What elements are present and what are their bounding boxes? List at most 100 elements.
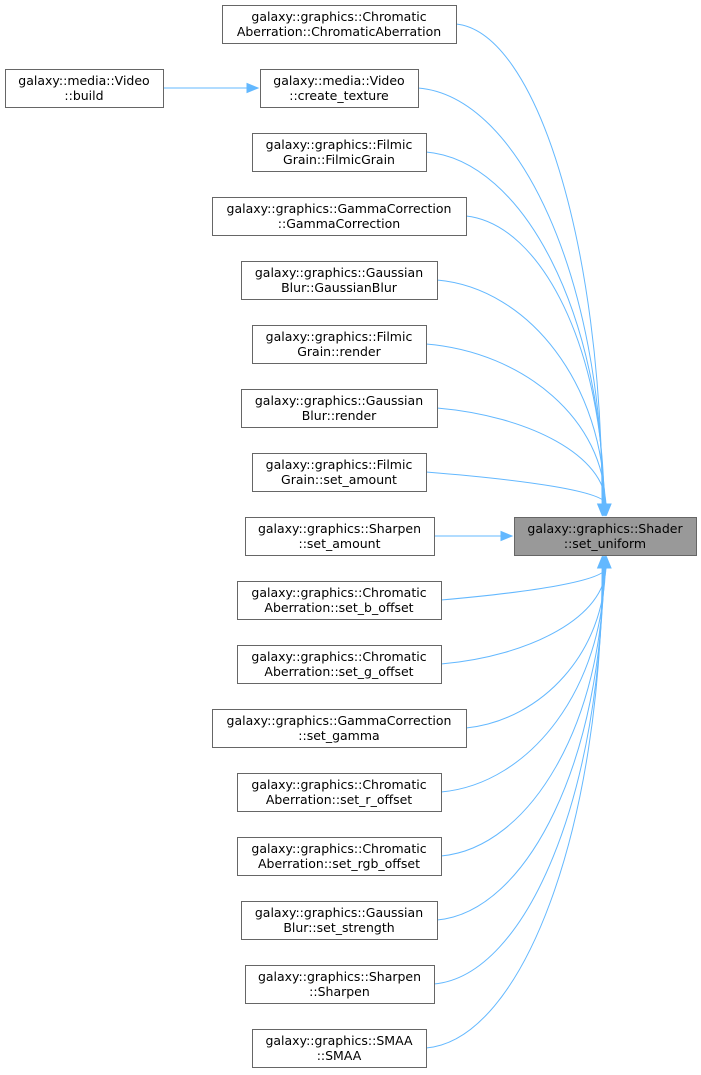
edge-line <box>465 215 605 506</box>
node-label-line: Blur::render <box>302 408 377 423</box>
node-label-line: galaxy::media::Video <box>273 73 404 88</box>
edge-smaa-ctor-to-shader-set-uniform <box>425 555 608 1049</box>
node-box <box>5 69 164 108</box>
node-label-line: galaxy::graphics::Chromatic <box>251 649 426 664</box>
arrow-head-icon <box>596 555 608 569</box>
node-label-line: Grain::set_amount <box>281 472 397 487</box>
chromatic-set-g-offset-node[interactable]: galaxy::graphics::ChromaticAberration::s… <box>237 645 442 684</box>
node-label-line: galaxy::graphics::Filmic <box>266 457 413 472</box>
arrow-head-icon <box>601 503 612 517</box>
edge-line <box>440 566 605 857</box>
chromatic-set-r-offset-node[interactable]: galaxy::graphics::ChromaticAberration::s… <box>237 773 442 812</box>
video-create-texture-node[interactable]: galaxy::media::Video::create_texture <box>260 69 419 108</box>
video-build-node[interactable]: galaxy::media::Video::build <box>5 69 164 108</box>
edge-line <box>436 279 606 506</box>
edge-sharpen-set-amount-to-shader-set-uniform <box>434 530 514 542</box>
arrow-head-icon <box>500 530 514 542</box>
node-label-line: ::create_texture <box>289 88 389 103</box>
edge-line <box>433 566 604 985</box>
gaussian-blur-ctor-node[interactable]: galaxy::graphics::GaussianBlur::Gaussian… <box>241 261 438 300</box>
node-label-line: galaxy::graphics::Chromatic <box>251 585 426 600</box>
edge-line <box>425 471 607 506</box>
node-label-line: galaxy::media::Video <box>18 73 149 88</box>
node-box <box>237 645 442 684</box>
node-label-line: galaxy::graphics::GammaCorrection <box>227 201 452 216</box>
edge-filmic-grain-render-to-shader-set-uniform <box>425 343 611 517</box>
edge-line <box>455 23 603 506</box>
node-box <box>245 965 435 1004</box>
node-label-line: Aberration::set_r_offset <box>266 792 412 807</box>
node-label-line: galaxy::graphics::Sharpen <box>258 521 421 536</box>
edge-gamma-correction-set-gamma-to-shader-set-uniform <box>465 555 611 729</box>
node-box <box>237 581 442 620</box>
nodes-layer: galaxy::graphics::ChromaticAberration::C… <box>5 5 697 1068</box>
node-box <box>212 709 467 748</box>
node-label-line: galaxy::graphics::Chromatic <box>251 841 426 856</box>
edge-video-build-to-video-create-texture <box>163 82 260 94</box>
node-label-line: Blur::set_strength <box>283 920 394 935</box>
node-label-line: Aberration::set_rgb_offset <box>258 856 420 871</box>
sharpen-set-amount-node[interactable]: galaxy::graphics::Sharpen::set_amount <box>245 517 435 556</box>
filmic-grain-render-node[interactable]: galaxy::graphics::FilmicGrain::render <box>252 325 427 364</box>
edge-chromatic-set-b-offset-to-shader-set-uniform <box>440 555 612 601</box>
node-box <box>252 1029 427 1068</box>
arrow-head-icon <box>246 82 260 94</box>
edge-chromatic-set-g-offset-to-shader-set-uniform <box>440 555 612 665</box>
edge-chromatic-set-rgb-offset-to-shader-set-uniform <box>440 555 610 857</box>
shader-set-uniform-node[interactable]: galaxy::graphics::Shader::set_uniform <box>514 517 697 556</box>
edges-layer <box>163 23 612 1049</box>
gaussian-blur-set-strength-node[interactable]: galaxy::graphics::GaussianBlur::set_stre… <box>241 901 438 940</box>
node-box <box>252 453 427 492</box>
edge-gaussian-blur-render-to-shader-set-uniform <box>436 407 612 517</box>
edge-line <box>417 87 604 506</box>
edge-sharpen-ctor-to-shader-set-uniform <box>433 555 608 985</box>
node-label-line: galaxy::graphics::Sharpen <box>258 969 421 984</box>
chromatic-set-b-offset-node[interactable]: galaxy::graphics::ChromaticAberration::s… <box>237 581 442 620</box>
chromatic-aberration-ctor-node[interactable]: galaxy::graphics::ChromaticAberration::C… <box>222 5 457 44</box>
edge-line <box>436 407 607 506</box>
node-label-line: ::set_gamma <box>298 728 379 743</box>
edge-video-create-texture-to-shader-set-uniform <box>417 87 608 517</box>
gamma-correction-ctor-node[interactable]: galaxy::graphics::GammaCorrection::Gamma… <box>212 197 467 236</box>
node-label-line: Aberration::ChromaticAberration <box>237 24 441 39</box>
node-label-line: galaxy::graphics::Filmic <box>266 329 413 344</box>
edge-line <box>440 566 607 601</box>
node-box <box>241 389 438 428</box>
node-label-line: ::GammaCorrection <box>278 216 400 231</box>
filmic-grain-set-amount-node[interactable]: galaxy::graphics::FilmicGrain::set_amoun… <box>252 453 427 492</box>
node-box <box>241 901 438 940</box>
node-box <box>514 517 697 556</box>
node-box <box>212 197 467 236</box>
node-label-line: galaxy::graphics::Filmic <box>266 137 413 152</box>
sharpen-ctor-node[interactable]: galaxy::graphics::Sharpen::Sharpen <box>245 965 435 1004</box>
node-label-line: ::Sharpen <box>309 984 370 999</box>
node-label-line: galaxy::graphics::Shader <box>527 521 683 536</box>
node-label-line: galaxy::graphics::Chromatic <box>251 777 426 792</box>
node-label-line: Blur::GaussianBlur <box>281 280 398 295</box>
node-box <box>252 325 427 364</box>
node-label-line: Grain::render <box>297 344 381 359</box>
gamma-correction-set-gamma-node[interactable]: galaxy::graphics::GammaCorrection::set_g… <box>212 709 467 748</box>
node-box <box>245 517 435 556</box>
node-label-line: Grain::FilmicGrain <box>283 152 395 167</box>
node-label-line: Aberration::set_g_offset <box>264 664 413 679</box>
edge-line <box>440 566 607 665</box>
node-label-line: galaxy::graphics::Gaussian <box>255 905 423 920</box>
gaussian-blur-render-node[interactable]: galaxy::graphics::GaussianBlur::render <box>241 389 438 428</box>
node-label-line: ::set_uniform <box>564 536 646 551</box>
node-box <box>252 133 427 172</box>
node-box <box>260 69 419 108</box>
edge-gamma-correction-ctor-to-shader-set-uniform <box>465 215 610 517</box>
node-label-line: galaxy::graphics::Gaussian <box>255 393 423 408</box>
chromatic-set-rgb-offset-node[interactable]: galaxy::graphics::ChromaticAberration::s… <box>237 837 442 876</box>
node-label-line: Aberration::set_b_offset <box>264 600 413 615</box>
node-box <box>237 773 442 812</box>
filmic-grain-ctor-node[interactable]: galaxy::graphics::FilmicGrain::FilmicGra… <box>252 133 427 172</box>
node-label-line: galaxy::graphics::Chromatic <box>251 9 426 24</box>
edge-chromatic-aberration-ctor-to-shader-set-uniform <box>455 23 608 517</box>
smaa-ctor-node[interactable]: galaxy::graphics::SMAA::SMAA <box>252 1029 427 1068</box>
node-label-line: galaxy::graphics::SMAA <box>265 1033 413 1048</box>
node-box <box>222 5 457 44</box>
node-label-line: ::build <box>64 88 103 103</box>
